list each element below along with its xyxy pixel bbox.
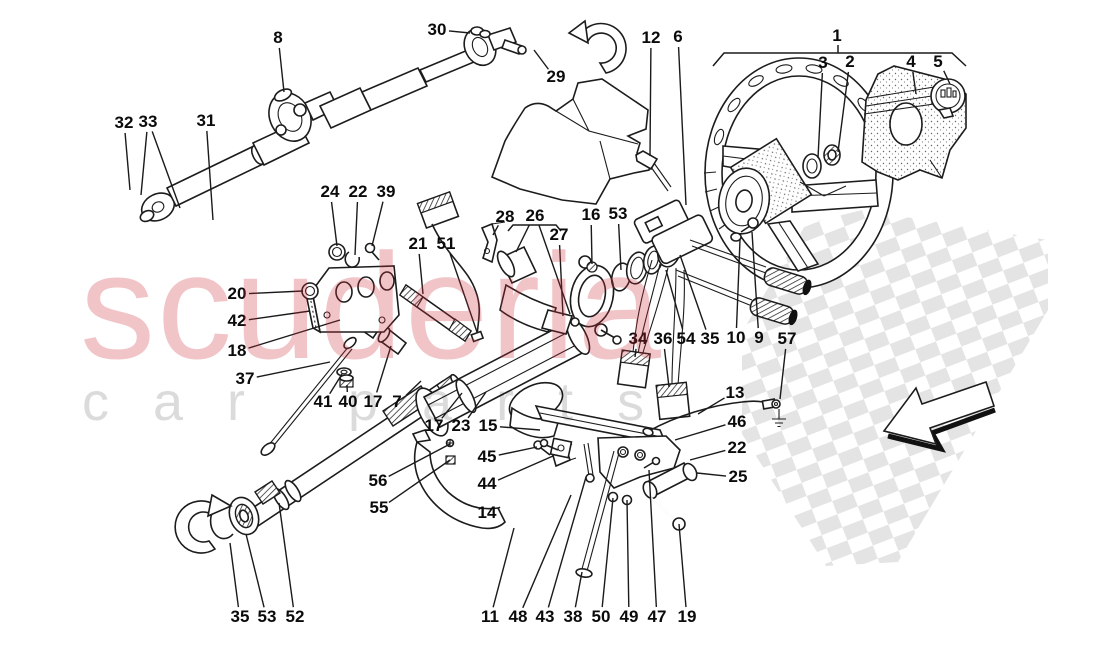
callout-39: 39	[376, 182, 396, 201]
callout-50: 50	[591, 607, 611, 626]
callout-20: 20	[227, 284, 247, 303]
callout-5: 5	[933, 52, 943, 71]
callout-35: 35	[230, 607, 250, 626]
callout-22: 22	[727, 438, 747, 457]
callout-43: 43	[535, 607, 555, 626]
callout-52: 52	[285, 607, 305, 626]
callout-34: 34	[628, 329, 648, 348]
steering-column-drawing	[174, 190, 812, 578]
callout-57: 57	[777, 329, 797, 348]
callout-53: 53	[257, 607, 277, 626]
callout-23: 23	[451, 416, 471, 435]
callout-21: 21	[408, 234, 428, 253]
callout-14: 14	[477, 503, 497, 522]
intermediate-shaft-drawing	[139, 26, 527, 223]
callout-45: 45	[477, 447, 497, 466]
callout-32: 32	[114, 113, 134, 132]
checkered-flag	[742, 210, 1048, 566]
callout-9: 9	[754, 328, 764, 347]
callout-29: 29	[546, 67, 566, 86]
callout-48: 48	[508, 607, 528, 626]
callout-8: 8	[273, 28, 283, 47]
callout-31: 31	[196, 111, 216, 130]
callout-30: 30	[427, 20, 447, 39]
callout-28: 28	[495, 207, 515, 226]
callout-55: 55	[369, 498, 389, 517]
callout-18: 18	[227, 341, 247, 360]
callout-25: 25	[728, 467, 748, 486]
callout-27: 27	[549, 225, 569, 244]
callout-16: 16	[581, 205, 601, 224]
callout-12: 12	[641, 28, 661, 47]
callout-13: 13	[725, 383, 745, 402]
callout-33: 33	[138, 112, 158, 131]
callout-56: 56	[368, 471, 388, 490]
callout-42: 42	[227, 311, 247, 330]
callout-36: 36	[653, 329, 673, 348]
callout-38: 38	[563, 607, 583, 626]
steering-wheel-drawing	[703, 57, 894, 289]
callout-26: 26	[525, 206, 545, 225]
callout-44: 44	[477, 474, 497, 493]
callout-17: 17	[363, 392, 383, 411]
callout-2: 2	[845, 52, 855, 71]
rotation-arrow-top	[567, 19, 627, 74]
callout-11: 11	[481, 607, 499, 626]
callout-15: 15	[478, 416, 498, 435]
callout-3: 3	[818, 53, 828, 72]
callout-10: 10	[726, 328, 746, 347]
callout-1: 1	[832, 26, 842, 45]
callout-53: 53	[608, 204, 628, 223]
callout-35: 35	[700, 329, 720, 348]
horn-pad-drawing	[861, 65, 967, 181]
callout-6: 6	[673, 27, 683, 46]
callout-51: 51	[436, 234, 456, 253]
callout-22: 22	[348, 182, 368, 201]
callout-37: 37	[235, 369, 255, 388]
callout-54: 54	[676, 329, 696, 348]
callout-40: 40	[338, 392, 358, 411]
callout-47: 47	[647, 607, 667, 626]
callout-4: 4	[906, 52, 916, 71]
callout-7: 7	[392, 392, 402, 411]
callout-41: 41	[313, 392, 333, 411]
callout-17: 17	[424, 416, 444, 435]
callout-24: 24	[320, 182, 340, 201]
callout-49: 49	[619, 607, 639, 626]
direction-arrow	[882, 380, 996, 453]
callout-19: 19	[677, 607, 697, 626]
callout-46: 46	[727, 412, 747, 431]
column-cowl-drawing	[490, 78, 672, 205]
